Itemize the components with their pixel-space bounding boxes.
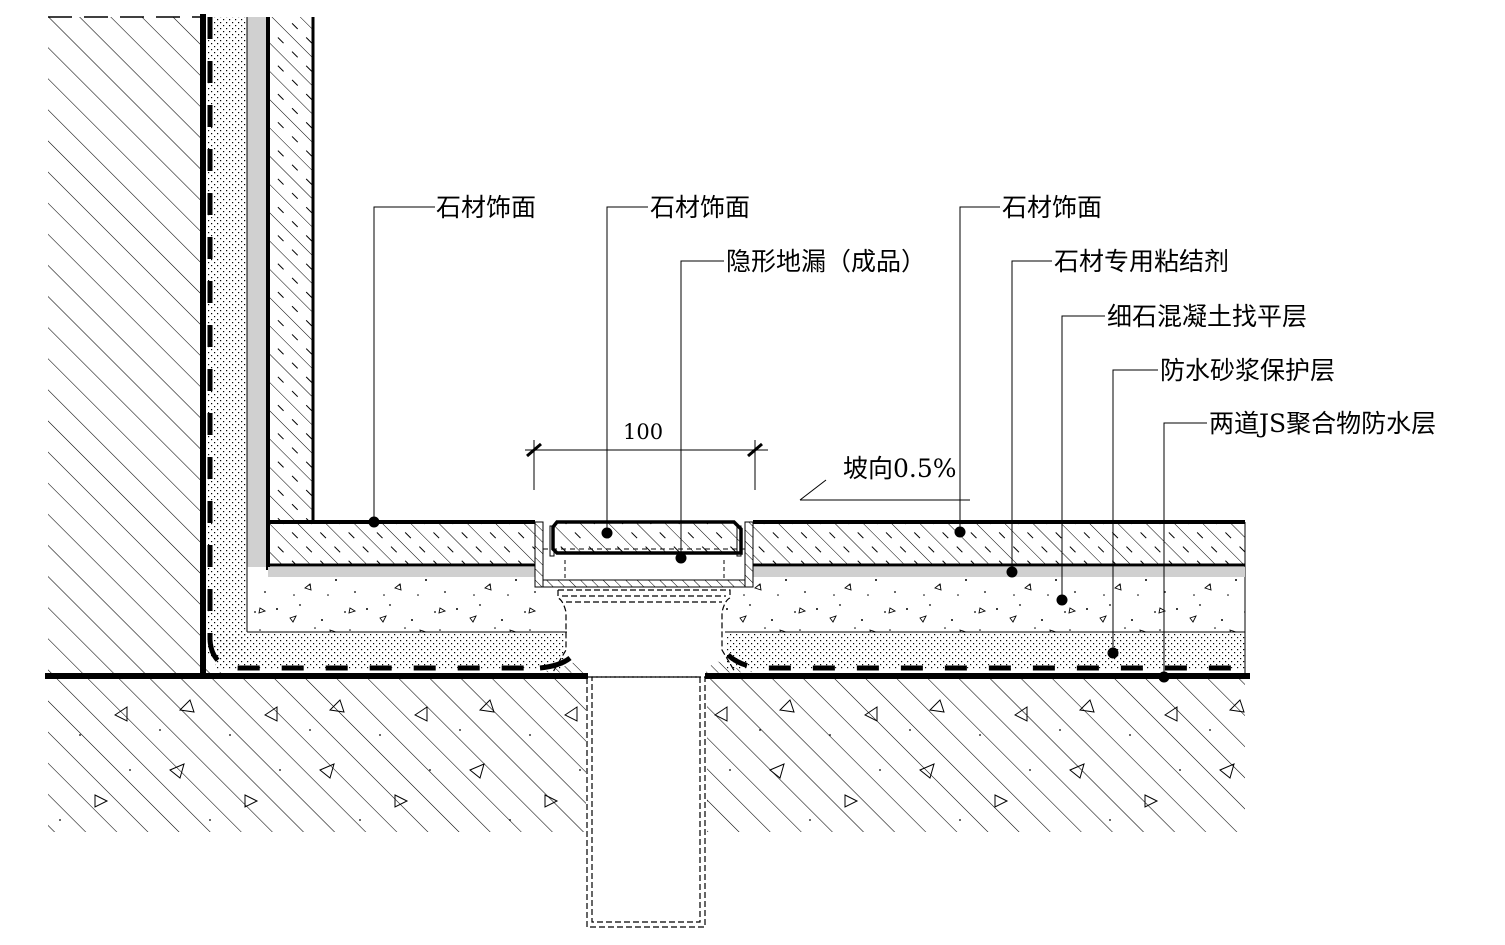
- js-waterproofing-membrane: [200, 639, 1245, 673]
- slope-note: 坡向0.5%: [799, 454, 970, 501]
- label-js-waterproofing: 两道JS聚合物防水层: [1209, 409, 1436, 438]
- stone-adhesive-layer: [268, 567, 1245, 577]
- invisible-floor-drain: [534, 520, 754, 928]
- label-fine-concrete-screed: 细石混凝土找平层: [1107, 302, 1307, 331]
- dimension-100: 100: [525, 420, 768, 490]
- dimension-value: 100: [623, 420, 663, 444]
- slope-text: 坡向0.5%: [843, 454, 957, 483]
- fine-concrete-screed-layer: [247, 578, 1245, 633]
- label-invisible-drain: 隐形地漏（成品）: [726, 247, 926, 276]
- label-stone-adhesive: 石材专用粘结剂: [1054, 247, 1229, 276]
- label-waterproof-mortar: 防水砂浆保护层: [1160, 356, 1335, 385]
- label-stone-finish-left: 石材饰面: [436, 193, 536, 222]
- floor-stone-finish: [268, 520, 1246, 675]
- wall-layers: [200, 14, 315, 675]
- leader-dots: [368, 516, 1170, 683]
- waterproof-mortar-layer: [215, 632, 1245, 670]
- structural-wall: [48, 16, 202, 675]
- label-stone-finish-drain: 石材饰面: [650, 193, 750, 222]
- concrete-slab: [45, 673, 1250, 832]
- label-stone-finish-right: 石材饰面: [1002, 193, 1102, 222]
- leader-lines: [373, 206, 1207, 677]
